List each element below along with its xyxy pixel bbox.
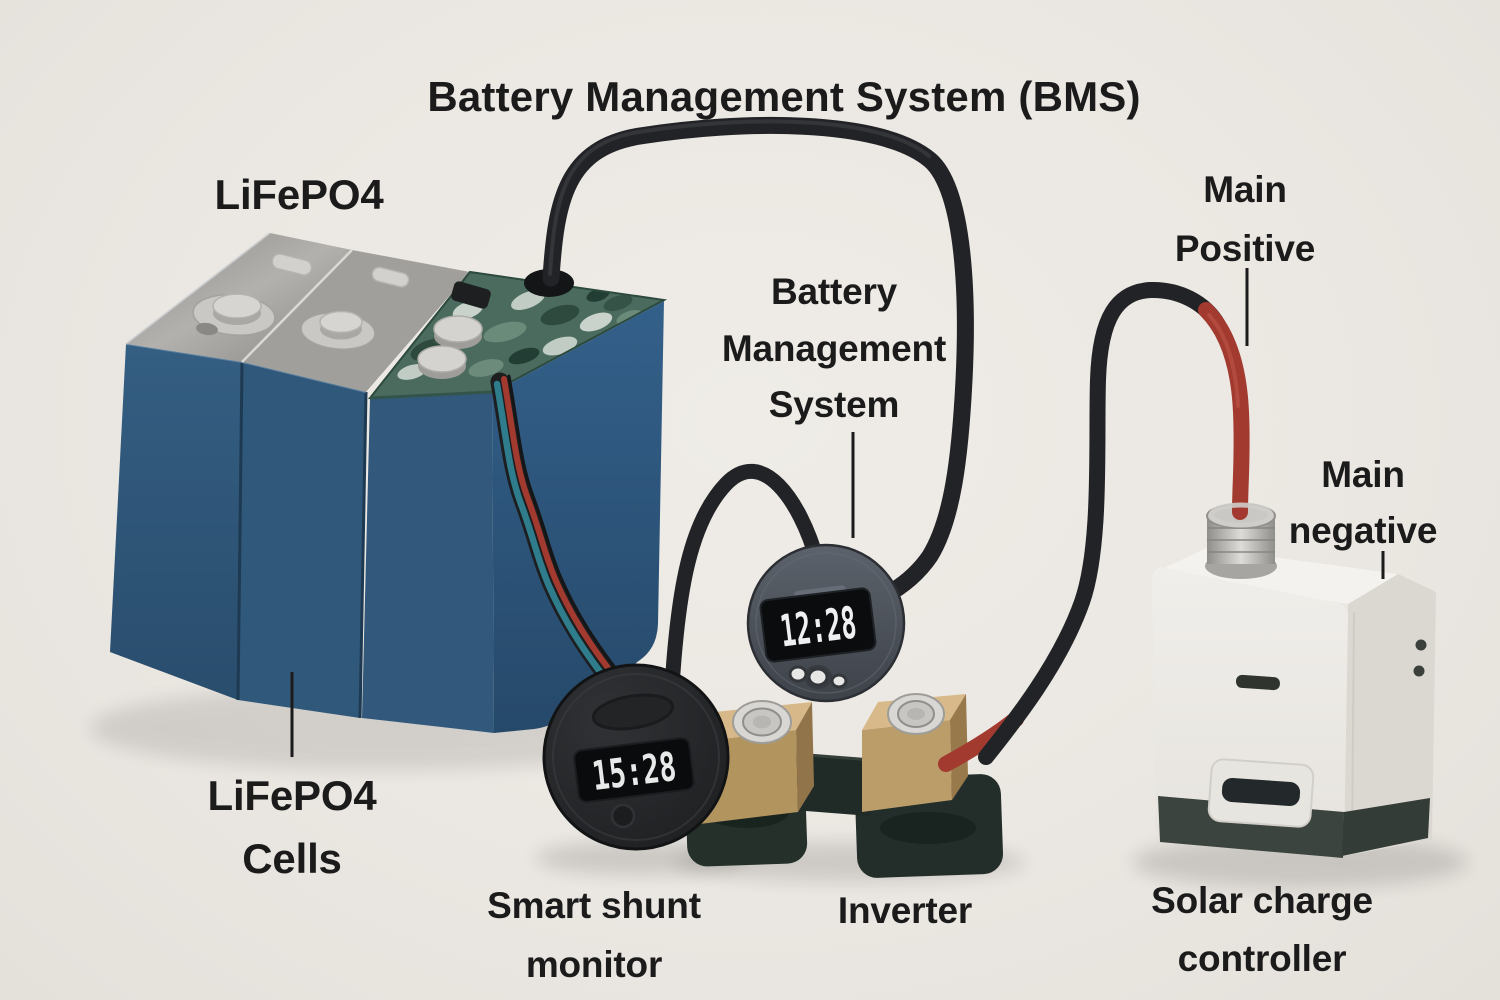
shunt-reading: 15:28 xyxy=(590,744,679,800)
bms-button-3 xyxy=(830,673,848,689)
controller-indicator-slot xyxy=(1235,674,1280,691)
bms-pcb-terminals xyxy=(417,269,574,379)
bms-wire-harness xyxy=(490,372,625,694)
bms-display: 12:28 xyxy=(746,543,906,703)
main-positive-cable xyxy=(938,281,1250,772)
bms-button-1 xyxy=(788,665,808,683)
bms-screen xyxy=(759,587,877,663)
lifepo4-battery-pack xyxy=(110,232,668,733)
bms-button-2 xyxy=(807,667,829,687)
shunt-to-bms-cable xyxy=(664,463,825,695)
label-lifepo4-cells: LiFePO4 Cells xyxy=(207,772,377,882)
controller-vent-slot xyxy=(1207,758,1315,828)
shunt-button xyxy=(610,803,636,829)
pointer-lines xyxy=(290,268,1385,757)
inverter-terminal-right xyxy=(862,693,968,812)
bms-main-cable xyxy=(542,116,974,611)
battery-cell-front-3 xyxy=(362,392,494,733)
label-inverter: Inverter xyxy=(837,890,973,931)
diagram-title: Battery Management System (BMS) xyxy=(427,73,1141,120)
label-lifepo4: LiFePO4 xyxy=(214,171,384,218)
label-solar-controller: Solar charge controller xyxy=(1151,880,1373,980)
label-shunt-monitor: Smart shunt monitor xyxy=(487,885,701,986)
label-bms-device: Battery Management System xyxy=(721,271,947,426)
battery-terminal-1 xyxy=(192,253,313,336)
pcb-chip xyxy=(451,281,491,309)
label-main-positive: Main Positive xyxy=(1174,169,1316,270)
smart-shunt-monitor: 15:28 xyxy=(542,663,730,851)
bms-reading: 12:28 xyxy=(777,598,859,658)
solar-charge-controller xyxy=(1152,503,1436,858)
battery-cell-front-1 xyxy=(110,344,242,700)
label-main-negative: Main negative xyxy=(1288,454,1438,551)
battery-right-face xyxy=(492,300,664,733)
shunt-screen xyxy=(573,737,695,803)
battery-cell-front-2 xyxy=(238,362,366,718)
battery-terminal-2 xyxy=(300,266,410,350)
